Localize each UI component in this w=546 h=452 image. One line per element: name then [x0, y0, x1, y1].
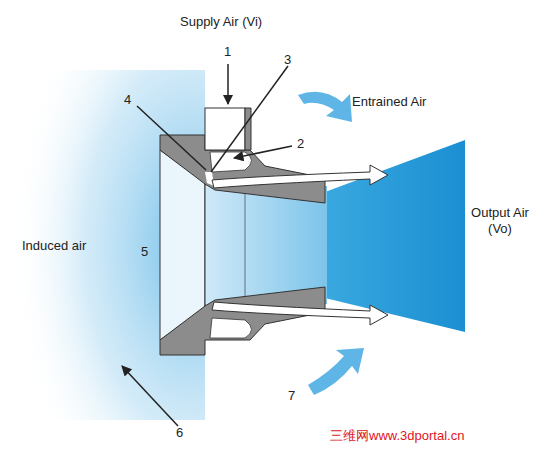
leader-lines [122, 64, 292, 426]
callout-number: 3 [284, 52, 291, 68]
housing-bottom [160, 287, 325, 355]
callout-number: 5 [141, 244, 148, 260]
output-air-cone [325, 140, 465, 332]
flow-label: Entrained Air [352, 94, 426, 110]
flow-label: Output Air (Vo) [466, 205, 534, 236]
flow-label: Induced air [22, 238, 86, 254]
entrained-air-arrows [298, 92, 364, 395]
callout-number: 7 [288, 388, 295, 404]
housing-top [160, 108, 325, 203]
flow-arrows [212, 165, 388, 325]
watermark: 三维网www.3dportal.cn [330, 428, 464, 444]
callout-number: 6 [176, 425, 183, 441]
supply-air-label: Supply Air (Vi) [180, 14, 262, 30]
callout-number: 2 [297, 136, 304, 152]
callout-number: 1 [224, 44, 231, 60]
throat-channel [205, 186, 327, 304]
callout-number: 4 [124, 92, 131, 108]
induced-air-glow [0, 70, 205, 420]
